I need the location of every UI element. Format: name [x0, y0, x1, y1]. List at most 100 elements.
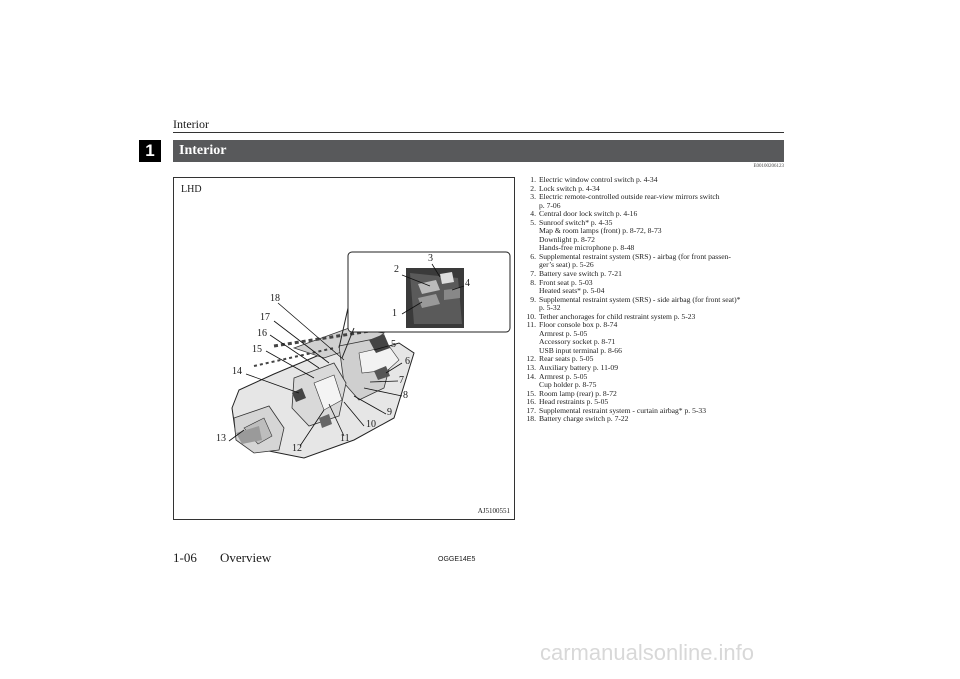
- callout-11: 11: [340, 433, 350, 444]
- list-item-line: Floor console box p. 8-74: [539, 320, 618, 330]
- callout-12: 12: [292, 443, 302, 454]
- list-item-text: Room lamp (rear) p. 8-72: [539, 389, 786, 399]
- watermark: carmanualsonline.info: [540, 640, 755, 665]
- list-item: 15.Room lamp (rear) p. 8-72: [524, 388, 786, 399]
- list-item-line: Map & room lamps (front) p. 8-72, 8-73: [539, 226, 662, 236]
- callout-16: 16: [257, 328, 267, 339]
- list-item-line: USB input terminal p. 8-66: [539, 345, 622, 355]
- list-item-line: Front seat p. 5-03: [539, 277, 593, 287]
- list-item: 9.Supplemental restraint system (SRS) - …: [524, 294, 786, 313]
- list-item-line: Heated seats* p. 5-04: [539, 286, 605, 296]
- list-item-number: 2.: [530, 183, 536, 193]
- list-item-text: Battery save switch p. 7-21: [539, 269, 786, 279]
- list-item: 10.Tether anchorages for child restraint…: [524, 312, 786, 322]
- list-item-line: p. 7-06: [539, 200, 561, 210]
- list-item-line: Rear seats p. 5-05: [539, 354, 594, 364]
- figure-drive-label: LHD: [181, 184, 202, 195]
- door-switch-inset: [338, 251, 511, 359]
- header-rule: [173, 132, 784, 133]
- list-item-number: 15.: [526, 388, 537, 398]
- list-item-number: 6.: [530, 251, 536, 261]
- list-item-number: 12.: [526, 354, 537, 364]
- list-item-number: 5.: [530, 217, 536, 227]
- callout-3: 3: [428, 253, 433, 264]
- list-item: 2.Lock switch p. 4-34: [524, 183, 786, 194]
- running-header-title: Interior: [173, 117, 209, 131]
- list-item-number: 16.: [526, 397, 537, 407]
- list-item-number: 1.: [530, 175, 536, 184]
- callout-13: 13: [216, 433, 226, 444]
- callout-5: 5: [391, 339, 396, 350]
- list-item-number: 4.: [530, 209, 536, 219]
- component-list: 1.Electric window control switch p. 4-34…: [524, 175, 786, 424]
- list-item: 4.Central door lock switch p. 4-16: [524, 210, 786, 219]
- list-item-number: 9.: [530, 294, 536, 304]
- callout-7: 7: [399, 375, 404, 386]
- list-item-line: Head restraints p. 5-05: [539, 397, 609, 407]
- list-item-line: Central door lock switch p. 4-16: [539, 209, 638, 219]
- list-item-text: Supplemental restraint system (SRS) - si…: [539, 294, 786, 313]
- section-title-bar: Interior: [173, 140, 784, 162]
- list-item-line: Electric remote-controlled outside rear-…: [539, 192, 720, 202]
- callout-6: 6: [405, 356, 410, 367]
- callout-8: 8: [403, 390, 408, 401]
- list-item-line: Cup holder p. 8-75: [539, 380, 597, 390]
- list-item-line: Lock switch p. 4-34: [539, 183, 600, 193]
- list-item-text: Rear seats p. 5-05: [539, 355, 786, 364]
- list-item-number: 17.: [526, 405, 537, 415]
- list-item-number: 7.: [530, 269, 536, 279]
- list-item-text: Electric window control switch p. 4-34: [539, 175, 786, 185]
- list-item-text: Central door lock switch p. 4-16: [539, 210, 786, 219]
- footer-page-number: 1-06: [173, 550, 197, 565]
- list-item-line: Supplemental restraint system (SRS) - si…: [539, 294, 741, 304]
- list-item-line: Armrest p. 5-05: [539, 328, 588, 338]
- list-item-number: 18.: [526, 414, 537, 424]
- list-item: 7.Battery save switch p. 7-21: [524, 269, 786, 279]
- list-item-line: Battery charge switch p. 7-22: [539, 414, 629, 424]
- list-item-line: Armrest p. 5-05: [539, 371, 588, 381]
- list-item-text: Lock switch p. 4-34: [539, 183, 786, 194]
- section-reference-code: E00100206123: [753, 164, 784, 169]
- callout-2: 2: [394, 264, 399, 275]
- list-item-text: Supplemental restraint system (SRS) - ai…: [539, 251, 786, 270]
- list-item-text: Tether anchorages for child restraint sy…: [539, 312, 786, 322]
- list-item-line: Accessory socket p. 8-71: [539, 337, 616, 347]
- list-item: 12.Rear seats p. 5-05: [524, 355, 786, 364]
- list-item-text: Electric remote-controlled outside rear-…: [539, 193, 786, 210]
- list-item: 16.Head restraints p. 5-05: [524, 398, 786, 407]
- callout-9: 9: [387, 407, 392, 418]
- list-item: 3.Electric remote-controlled outside rea…: [524, 192, 786, 210]
- callout-10: 10: [366, 419, 376, 430]
- list-item: 1.Electric window control switch p. 4-34: [524, 175, 786, 185]
- footer-doc-code: OGGE14E5: [438, 556, 476, 563]
- list-item-line: Electric window control switch p. 4-34: [539, 175, 658, 184]
- list-item-number: 14.: [526, 371, 537, 381]
- callout-leaders: [228, 263, 465, 447]
- list-item-line: ger’s seat) p. 5-26: [539, 260, 594, 270]
- list-item-line: p. 5-32: [539, 303, 561, 313]
- list-item-number: 3.: [530, 192, 536, 202]
- callout-4: 4: [465, 278, 470, 289]
- list-item-line: Supplemental restraint system - curtain …: [539, 405, 707, 415]
- list-item-line: Sunroof switch* p. 4-35: [539, 217, 613, 227]
- list-item: 6.Supplemental restraint system (SRS) - …: [524, 251, 786, 270]
- list-item: 18.Battery charge switch p. 7-22: [524, 415, 786, 424]
- interior-figure: LHD AJ5100551 1 2 3 4 5 6 7 8 9 10 11 12…: [173, 177, 515, 520]
- list-item-number: 13.: [526, 363, 537, 373]
- callout-15: 15: [252, 344, 262, 355]
- callout-18: 18: [270, 293, 280, 304]
- list-item-text: Head restraints p. 5-05: [539, 398, 786, 407]
- list-item-line: Supplemental restraint system (SRS) - ai…: [539, 251, 731, 261]
- list-item-text: Supplemental restraint system - curtain …: [539, 405, 786, 416]
- callout-1: 1: [392, 308, 397, 319]
- list-item-number: 11.: [526, 320, 536, 330]
- list-item-text: Auxiliary battery p. 11-09: [539, 363, 786, 373]
- list-item-line: Auxiliary battery p. 11-09: [539, 363, 619, 373]
- list-item-line: Downlight p. 8-72: [539, 234, 595, 244]
